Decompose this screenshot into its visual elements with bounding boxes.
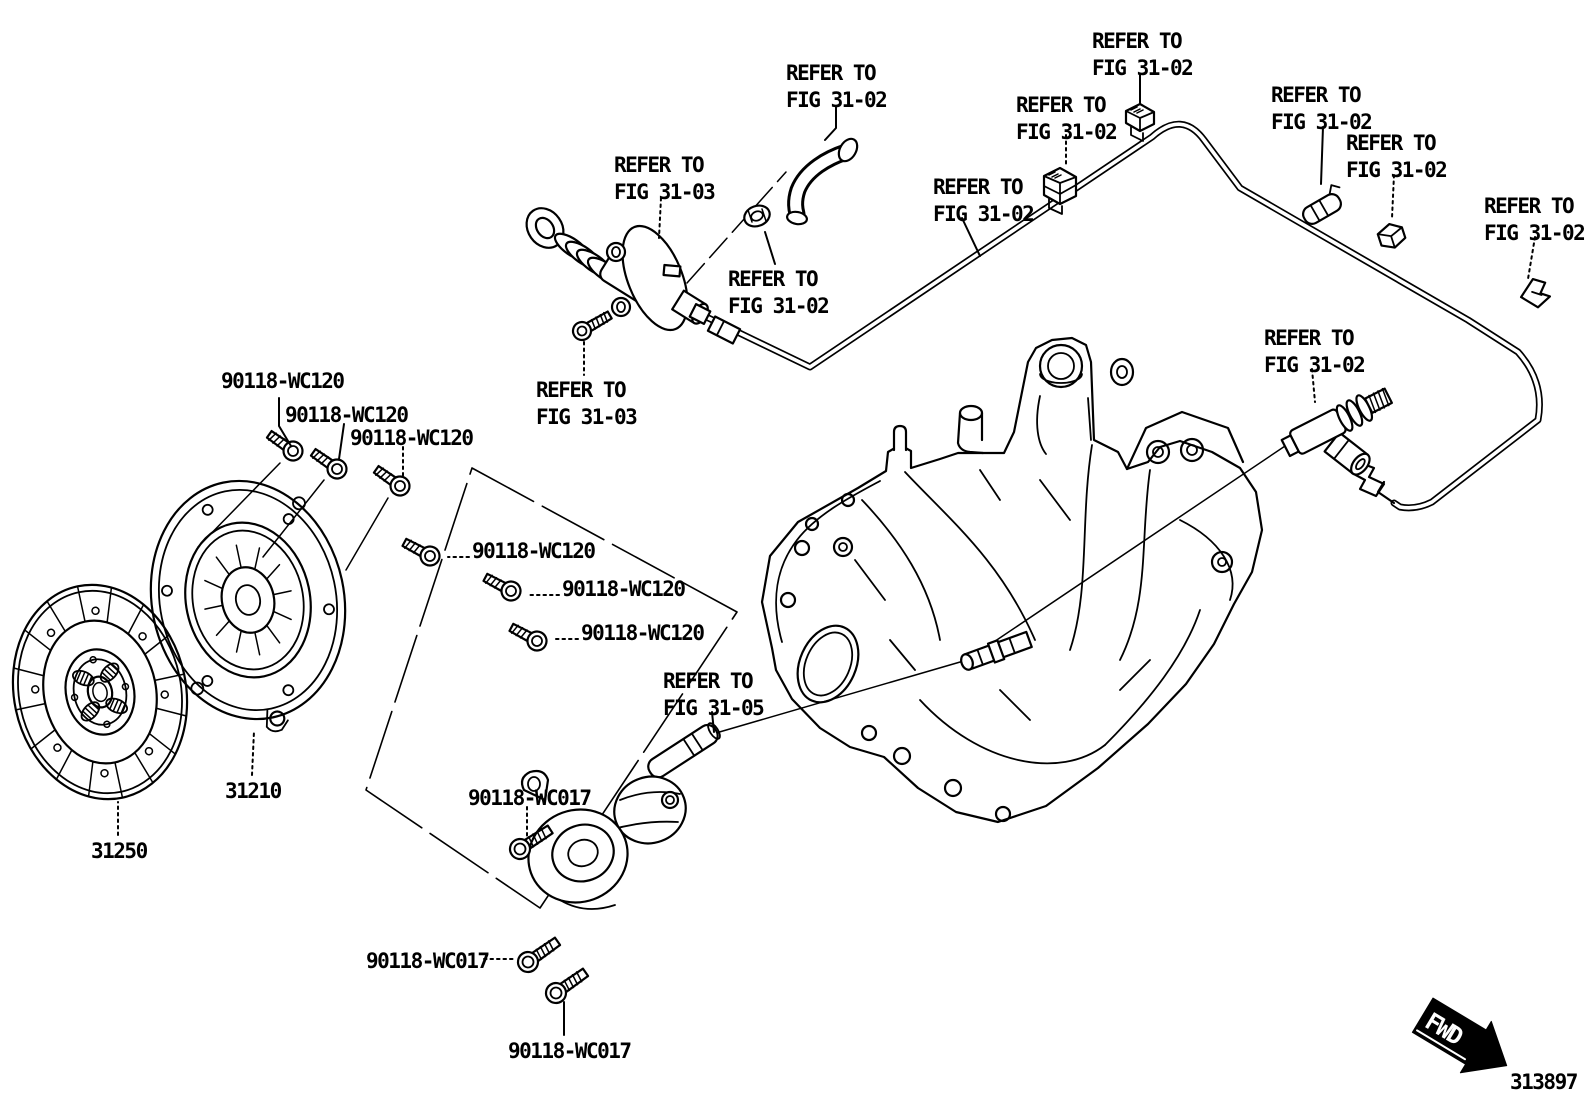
bolt-wc120[interactable] xyxy=(481,569,524,604)
leader-lines xyxy=(117,73,1536,1036)
clutch-line-damper xyxy=(1280,387,1393,476)
callout-refer-fig-31-02[interactable]: REFER TO FIG 31-02 xyxy=(1264,326,1366,377)
pipe-clip xyxy=(1302,184,1342,225)
callout-refer-fig-31-02[interactable]: REFER TO FIG 31-02 xyxy=(1092,29,1194,80)
pipe-clip xyxy=(1042,166,1078,215)
fwd-arrow: FWD xyxy=(1411,997,1508,1074)
clutch-master-cylinder xyxy=(525,207,709,332)
bolt-wc017[interactable] xyxy=(506,821,555,863)
pipe-clip xyxy=(1376,223,1407,249)
part-label-wc017[interactable]: 90118-WC017 xyxy=(508,1039,632,1063)
callout-refer-fig-31-02[interactable]: REFER TO FIG 31-02 xyxy=(1484,194,1586,245)
callout-refer-fig-31-02[interactable]: REFER TO FIG 31-02 xyxy=(728,267,830,318)
callout-refer-fig-31-02[interactable]: REFER TO FIG 31-02 xyxy=(933,175,1035,226)
callout-refer-fig-31-02[interactable]: REFER TO FIG 31-02 xyxy=(1346,131,1448,182)
part-label-wc120[interactable]: 90118-WC120 xyxy=(350,426,474,450)
clutch-cover[interactable] xyxy=(129,463,370,752)
bolt-wc120[interactable] xyxy=(507,619,550,654)
part-label-wc017[interactable]: 90118-WC017 xyxy=(468,786,592,810)
part-label-wc120[interactable]: 90118-WC120 xyxy=(221,369,345,393)
input-shaft xyxy=(960,630,1033,671)
bolt-master-cylinder xyxy=(571,310,613,342)
damper-spring-windows xyxy=(72,662,128,722)
bolt-wc120[interactable] xyxy=(400,534,443,569)
clutch-flex-hose xyxy=(785,137,859,226)
part-label-wc120[interactable]: 90118-WC120 xyxy=(472,539,596,563)
callout-refer-fig-31-03[interactable]: REFER TO FIG 31-03 xyxy=(536,378,638,429)
bolt-wc120[interactable] xyxy=(371,462,413,500)
callout-refer-fig-31-02[interactable]: REFER TO FIG 31-02 xyxy=(1016,93,1118,144)
part-label-31210[interactable]: 31210 xyxy=(225,779,282,803)
bolt-wc017[interactable] xyxy=(542,964,591,1007)
callout-refer-fig-31-03[interactable]: REFER TO FIG 31-03 xyxy=(614,153,716,204)
transmission-assembly xyxy=(760,336,1264,824)
part-label-wc017[interactable]: 90118-WC017 xyxy=(366,949,490,973)
construction-lines xyxy=(197,171,787,909)
clutch-disc[interactable] xyxy=(0,568,207,815)
bolt-wc120[interactable] xyxy=(264,427,306,465)
part-label-wc120[interactable]: 90118-WC120 xyxy=(285,403,409,427)
pipe-clip xyxy=(1519,277,1552,309)
hose-grommet xyxy=(743,204,771,228)
callout-refer-fig-31-02[interactable]: REFER TO FIG 31-02 xyxy=(1271,83,1373,134)
bolt-wc017[interactable] xyxy=(514,933,563,976)
part-label-31250[interactable]: 31250 xyxy=(91,839,148,863)
callout-refer-fig-31-05[interactable]: REFER TO FIG 31-05 xyxy=(663,669,765,720)
callout-refer-fig-31-02[interactable]: REFER TO FIG 31-02 xyxy=(786,61,888,112)
part-label-wc120[interactable]: 90118-WC120 xyxy=(562,577,686,601)
figure-number: 313897 xyxy=(1510,1070,1578,1094)
part-label-wc120[interactable]: 90118-WC120 xyxy=(581,621,705,645)
bolt-wc120[interactable] xyxy=(308,445,350,483)
release-fork-and-bearing xyxy=(520,722,721,910)
